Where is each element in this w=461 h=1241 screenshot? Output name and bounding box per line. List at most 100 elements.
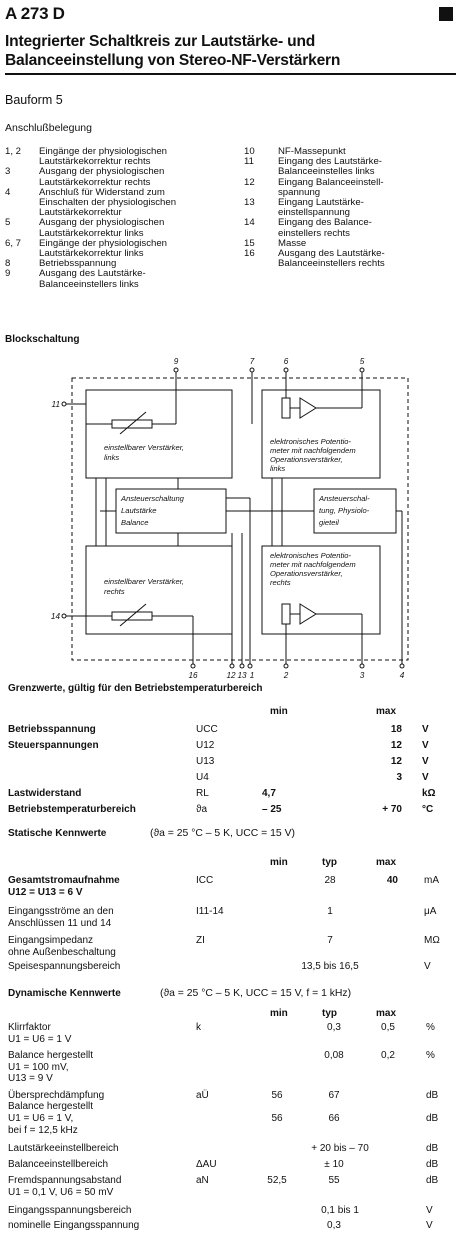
part-number: A 273 D	[5, 4, 65, 23]
dyn-row-unit: V	[426, 1205, 433, 1216]
block-diagram: 9 7 6 5 11 14 16 12 13 1 2 3 4 einstellb…	[51, 357, 409, 680]
pin-number: 1, 2	[5, 146, 22, 157]
static-row-unit: V	[424, 961, 431, 972]
dyn-row-typ: ± 10	[324, 1159, 344, 1170]
dyn-row-name: U13 = 9 V	[8, 1073, 53, 1084]
pin-description: Masse	[278, 237, 307, 249]
pin-16-label: 16	[188, 671, 198, 680]
dyn-row-typ: 0,08	[324, 1050, 344, 1061]
ctrl-phys-text-2: tung, Physiolo-	[319, 506, 370, 515]
pin-number: 4	[5, 186, 11, 198]
pin-9-label: 9	[174, 357, 179, 366]
title-rule	[5, 73, 456, 75]
dyn-row-name: Klirrfaktor	[8, 1022, 51, 1033]
dyn-heading: Dynamische Kennwerte	[8, 988, 121, 999]
grenz-row-name: Betriebstemperaturbereich	[8, 804, 136, 815]
pot-right-text-2: meter mit nachfolgendem	[270, 560, 356, 569]
grenz-col-max: max	[376, 706, 397, 717]
grenz-heading: Grenzwerte, gültig für den Betriebstempe…	[8, 683, 263, 694]
grenz-row-name: Lastwiderstand	[8, 788, 82, 799]
dyn-row-name: Eingangsspannungsbereich	[8, 1205, 132, 1216]
pot-left-box	[261, 389, 381, 479]
grenz-row-name: Steuerspannungen	[8, 740, 99, 751]
dyn-row-name: bei f = 12,5 kHz	[8, 1125, 78, 1136]
dyn-row-unit: %	[426, 1050, 435, 1061]
dyn-col-min: min	[270, 1008, 288, 1019]
dyn-row-min: 52,5	[267, 1175, 287, 1186]
pin-description: Eingang Lautstärke-	[278, 197, 364, 208]
pin-description: Ausgang des Lautstärke-	[39, 268, 146, 280]
static-row-typ: 1	[327, 906, 333, 917]
dyn-row-name: Balance hergestellt	[8, 1050, 94, 1061]
static-row-unit: mA	[424, 875, 439, 886]
pin-number: 11	[244, 156, 254, 168]
pot-left-text-1: elektronisches Potentio-	[270, 437, 352, 446]
dyn-col-typ: typ	[322, 1008, 337, 1019]
pin-number: 9	[5, 268, 11, 280]
ctrl-text-2: Lautstärke	[121, 506, 156, 515]
dyn-row-max: 0,5	[381, 1022, 395, 1033]
pin-2-label: 2	[283, 671, 289, 680]
dyn-col-max: max	[376, 1008, 397, 1019]
static-col-max: max	[376, 857, 397, 868]
title-line-1: Integrierter Schaltkreis zur Lautstärke-…	[5, 33, 316, 50]
grenz-col-min: min	[270, 706, 288, 717]
vol-left-box	[85, 389, 233, 479]
grenz-row-symbol: UCC	[196, 724, 218, 735]
pot-right-text-4: rechts	[270, 578, 291, 587]
dyn-row-unit: dB	[426, 1090, 439, 1101]
static-row-max: 40	[386, 875, 398, 886]
pin-description: Eingang des Balance-	[278, 217, 372, 229]
pin-description: Ausgang der physiologischen	[39, 217, 165, 229]
pin-number: 15	[244, 237, 255, 249]
grenz-row-unit: kΩ	[422, 788, 436, 799]
pin-number: 3	[5, 166, 11, 178]
pin-number: 6, 7	[5, 237, 22, 249]
grenz-row-min: – 25	[262, 804, 282, 815]
grenz-row-unit: °C	[422, 804, 434, 815]
dyn-row-unit: %	[426, 1022, 435, 1033]
dyn-row-typ: + 20 bis – 70	[311, 1143, 369, 1154]
static-col-min: min	[270, 857, 288, 868]
grenz-row-symbol: U4	[196, 772, 209, 783]
pot-left-text-2: meter mit nachfolgendem	[270, 446, 356, 455]
pin-3-label: 3	[360, 671, 365, 680]
pin-description: Balanceeinstellers links	[39, 278, 139, 290]
dyn-row-name: U1 = 0,1 V, U6 = 50 mV	[8, 1187, 114, 1198]
dyn-row-unit: dB	[426, 1159, 439, 1170]
pot-right-text-1: elektronisches Potentio-	[270, 551, 352, 560]
pot-right-text-3: Operationsverstärker,	[270, 569, 343, 578]
pin-12-label: 12	[226, 671, 236, 680]
dyn-row-name: Balance hergestellt	[8, 1101, 94, 1112]
vol-right-text-2: rechts	[104, 587, 125, 596]
static-row-typ: 13,5 bis 16,5	[301, 961, 359, 972]
pin-description: einstellers rechts	[278, 227, 350, 239]
pin-description: Ausgang des Lautstärke-	[278, 248, 385, 259]
grenz-row-min: 4,7	[262, 788, 276, 799]
dyn-row-min: 56	[271, 1113, 283, 1124]
pin-description: Betriebsspannung	[39, 258, 117, 270]
ctrl-text-1: Ansteuerschaltung	[120, 494, 185, 503]
grenz-row-max: + 70	[382, 804, 402, 815]
dyn-row-typ: 0,1 bis 1	[321, 1205, 359, 1216]
static-row-symbol: ZI	[196, 935, 205, 946]
pin-13-label: 13	[237, 671, 247, 680]
grenz-row-symbol: U12	[196, 740, 215, 751]
pin-number: 10	[244, 146, 255, 157]
dyn-row-typ: 55	[328, 1175, 340, 1186]
pin-description: Balanceeinstellers rechts	[278, 258, 385, 270]
dyn-row-symbol: ΔAU	[196, 1159, 217, 1170]
block-heading: Blockschaltung	[5, 334, 80, 345]
static-row-symbol: ICC	[196, 875, 214, 886]
grenz-row-symbol: ϑa	[196, 804, 208, 815]
dyn-row-name: nominelle Eingangsspannung	[8, 1220, 140, 1231]
pin-14-label: 14	[51, 612, 61, 621]
dyn-row-name: U1 = U6 = 1 V,	[8, 1113, 74, 1124]
pin-description: Eingang des Lautstärke-	[278, 156, 382, 168]
static-row-unit: MΩ	[424, 935, 440, 946]
grenz-row-unit: V	[422, 772, 429, 783]
dyn-row-typ: 0,3	[327, 1022, 341, 1033]
dyn-row-min: 56	[271, 1090, 283, 1101]
pin-description: Einschalten der physiologischen	[39, 197, 177, 208]
static-row-typ: 7	[327, 935, 333, 946]
